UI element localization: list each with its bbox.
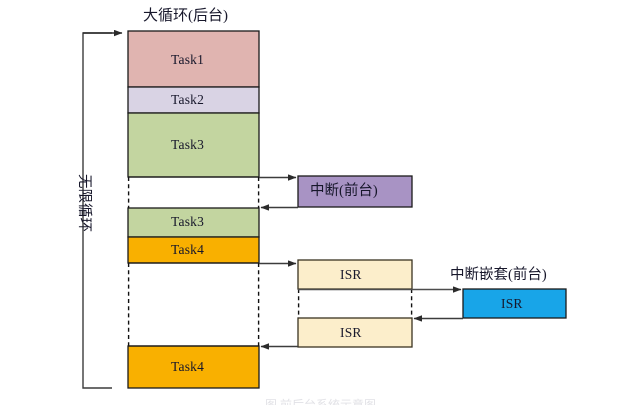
isr-arrows	[259, 260, 298, 350]
infinite-loop-bracket	[82, 29, 123, 389]
interrupt-block-group	[297, 175, 413, 208]
block-nested-isr	[462, 288, 567, 319]
block-task3-a	[127, 112, 260, 178]
nested-isr-arrows	[298, 286, 463, 322]
block-task2	[127, 86, 260, 114]
block-task3-b	[127, 207, 260, 238]
block-isr-lower	[297, 317, 413, 348]
isr-blocks	[297, 259, 413, 348]
main-column-suspend-rails	[127, 176, 260, 347]
block-task1	[127, 30, 260, 88]
block-interrupt	[297, 175, 413, 208]
block-task4-a	[127, 236, 260, 264]
block-task4-b	[127, 345, 260, 389]
interrupt-arrows	[259, 174, 298, 211]
infinite-loop-label: 无限循环	[76, 174, 92, 232]
figure-caption: 图 前后台系统示意图	[264, 398, 376, 405]
block-isr-upper	[297, 259, 413, 290]
nested-isr-block-group	[462, 288, 567, 319]
main-column-blocks	[127, 30, 260, 389]
